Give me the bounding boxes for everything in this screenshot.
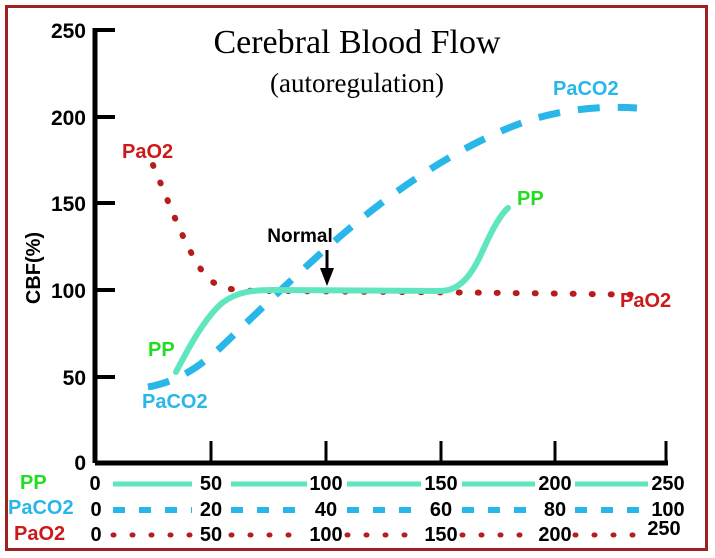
legend-paco2-tick-100: 100 [651,499,684,521]
label-pp-left: PP [148,339,175,361]
legend-label-pp: PP [20,472,47,494]
legend-row-pp: PP 0 50 100 150 200 250 [20,472,685,495]
legend-pp-tick-200: 200 [538,473,571,495]
series-pao2-curve [150,162,651,298]
legend-pao2-tick-150: 150 [424,524,457,546]
legend-label-paco2: PaCO2 [8,497,74,519]
legend-pao2-tick-100: 100 [309,524,342,546]
y-tick-label-100: 100 [51,280,86,303]
y-tick-label-150: 150 [51,193,86,216]
legend-label-pao2: PaO2 [14,523,65,545]
legend-pp-tick-100: 100 [309,473,342,495]
normal-annotation-label: Normal [267,226,332,247]
label-paco2-left: PaCO2 [142,391,208,413]
label-paco2-right: PaCO2 [553,78,619,100]
y-tick-label-0: 0 [74,452,86,475]
down-arrow-icon [320,268,334,286]
legend-row-paco2: PaCO2 0 20 40 60 80 100 [8,497,685,521]
y-axis-title: CBF(%) [23,232,45,304]
legend-pp-tick-50: 50 [200,473,222,495]
legend-paco2-tick-80: 80 [544,499,566,521]
legend-pp-tick-250: 250 [651,473,684,495]
chart-title: Cerebral Blood Flow [213,24,501,61]
series-paco2-curve [147,103,638,391]
y-tick-label-50: 50 [63,367,86,390]
legend-paco2-tick-40: 40 [315,499,337,521]
legend-pao2-tick-250: 250 [647,518,680,540]
legend-pao2-tick-0: 0 [90,524,101,546]
label-pao2-left: PaO2 [122,141,173,163]
legend-paco2-tick-0: 0 [90,499,101,521]
legend-paco2-tick-60: 60 [430,499,452,521]
label-pao2-right: PaO2 [620,290,671,312]
legend-pao2-tick-200: 200 [538,524,571,546]
y-tick-label-250: 250 [51,20,86,43]
y-axis: 250 200 150 100 50 0 CBF(%) [23,20,115,475]
y-tick-label-200: 200 [51,107,86,130]
legend-pp-tick-0: 0 [89,473,100,495]
legend-pp-tick-150: 150 [424,473,457,495]
legend-row-pao2: PaO2 0 50 100 150 200 250 [14,518,681,546]
x-axis [95,441,668,466]
legend-pao2-tick-50: 50 [200,524,222,546]
chart-subtitle: (autoregulation) [270,68,444,98]
label-pp-right: PP [517,188,544,210]
series-pp-curve [173,205,511,375]
normal-annotation: Normal [267,226,334,286]
legend-paco2-tick-20: 20 [200,499,222,521]
